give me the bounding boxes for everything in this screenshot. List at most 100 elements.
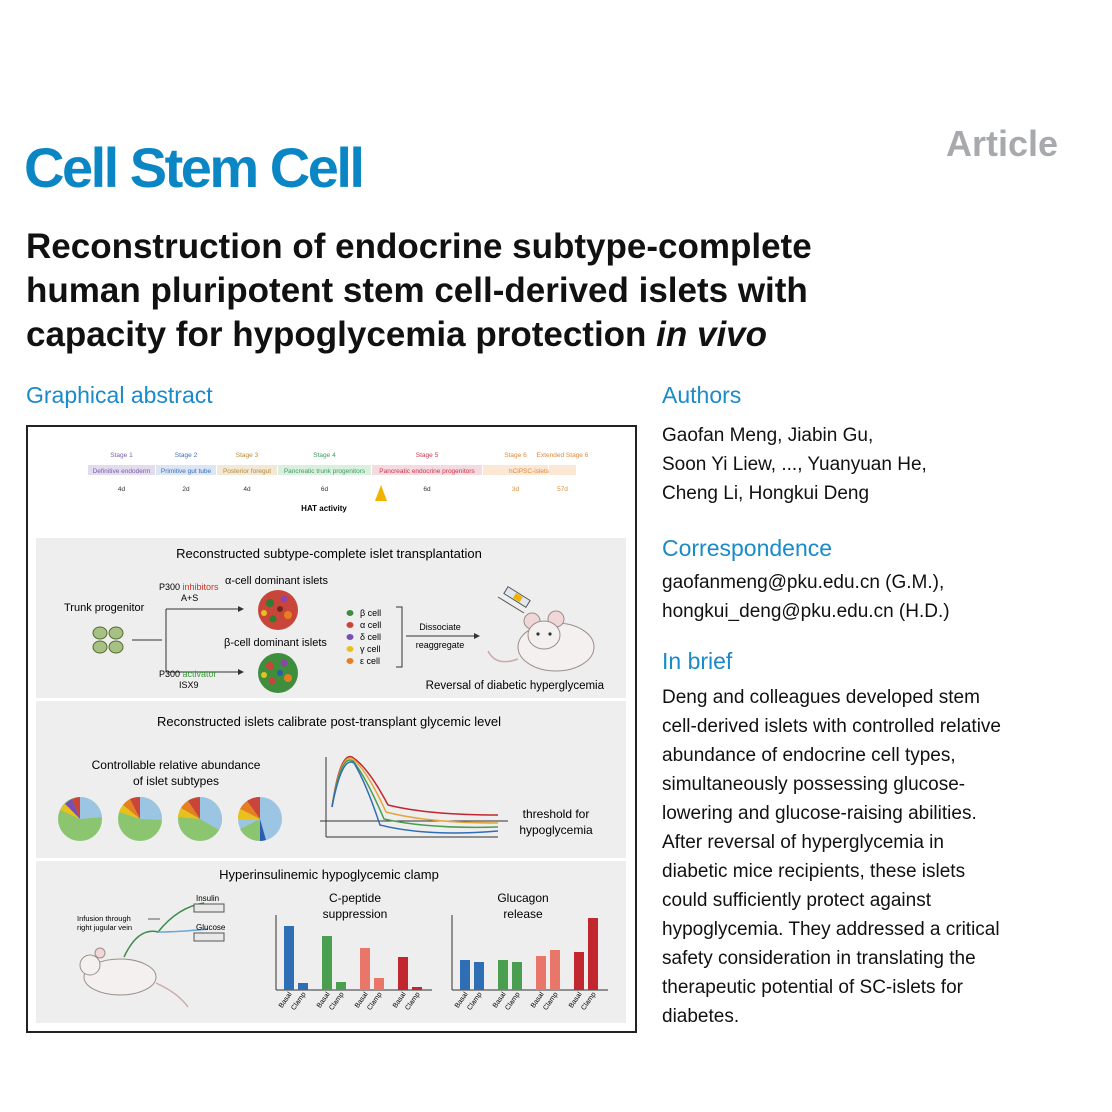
- glucagon-title-line1: Glucagon: [497, 891, 548, 905]
- stage-bar: [372, 465, 482, 475]
- glucagon-bar: [550, 950, 560, 990]
- curve-blue: [331, 761, 499, 834]
- authors-list: Gaofan Meng, Jiabin Gu, Soon Yi Liew, ..…: [662, 421, 927, 508]
- stage-label: Stage 2: [175, 452, 198, 459]
- stage-label: Stage 4: [313, 452, 336, 459]
- abundance-label-line2: of islet subtypes: [133, 774, 219, 788]
- panel-transplantation-title: Reconstructed subtype-complete islet tra…: [176, 546, 482, 561]
- in-brief-line: cell-derived islets with controlled rela…: [662, 716, 1001, 737]
- glucagon-bar: [536, 956, 546, 990]
- stage-label: Stage 6: [504, 452, 527, 459]
- glucagon-bar: [588, 918, 598, 990]
- legend-epsilon-cell: ε cell: [360, 656, 380, 666]
- correspondence-email-1[interactable]: gaofanmeng@pku.edu.cn (G.M.),: [662, 572, 945, 593]
- stage-label: Stage 5: [416, 452, 439, 459]
- stage-bar: [88, 465, 155, 475]
- glucagon-bar: [474, 962, 484, 990]
- in-brief-line: Deng and colleagues developed stem: [662, 687, 980, 708]
- journal-name: Cell Stem Cell: [24, 136, 365, 199]
- authors-line-3: Cheng Li, Hongkui Deng: [662, 483, 870, 504]
- stage-name: Definitive endoderm: [93, 468, 151, 475]
- legend-beta-cell: β cell: [360, 608, 381, 618]
- in-brief-line: therapeutic potential of SC-islets for: [662, 977, 963, 998]
- stage-bar: [549, 465, 576, 475]
- hat-activity-marker: [375, 485, 387, 501]
- panel-clamp-title: Hyperinsulinemic hypoglycemic clamp: [219, 867, 439, 882]
- reversal-label: Reversal of diabetic hyperglycemia: [426, 680, 605, 692]
- cell-type-legend: β cell α cell δ cell γ cell ε cell: [346, 608, 381, 666]
- in-brief-line: safety consideration in translating the: [662, 948, 976, 969]
- correspondence-email-2[interactable]: hongkui_deng@pku.edu.cn (H.D.): [662, 601, 950, 622]
- reaggregate-label: reaggregate: [416, 640, 465, 650]
- isx9-label: ISX9: [179, 680, 199, 690]
- cpeptide-title-line2: suppression: [323, 907, 388, 921]
- p300-inhibitors-label: P300 inhibitors: [159, 582, 219, 592]
- cpeptide-bar: [398, 957, 408, 990]
- glucagon-bar: [512, 962, 522, 990]
- cpeptide-bar: [374, 978, 384, 990]
- alpha-dominant-islet: [258, 590, 298, 630]
- glucagon-bar: [498, 960, 508, 990]
- title-line-1: Reconstruction of endocrine subtype-comp…: [26, 227, 812, 266]
- in-brief-line: lowering and glucose-raising abilities.: [662, 803, 977, 824]
- stage-duration: 4d: [243, 486, 251, 493]
- title-line-3-main: capacity for hypoglycemia protection: [26, 315, 657, 354]
- arrow-head-top: [238, 606, 244, 612]
- cpeptide-bar: [336, 982, 346, 990]
- stage-bar: [217, 465, 277, 475]
- stage-label: Stage 1: [110, 452, 133, 459]
- cpeptide-bar: [412, 987, 422, 990]
- stage-name: Pancreatic trunk progenitors: [284, 468, 366, 475]
- legend-gamma-cell: γ cell: [360, 644, 381, 654]
- threshold-label-line2: hypoglycemia: [519, 823, 593, 837]
- in-brief-line: could sufficiently protect against: [662, 890, 931, 911]
- insulin-pump-icon: [193, 903, 225, 913]
- in-brief-line: simultaneously possessing glucose-: [662, 774, 966, 795]
- stage-name: Pancreatic endocrine progenitors: [379, 468, 475, 475]
- threshold-label-line1: threshold for: [523, 807, 590, 821]
- in-brief-line: diabetes.: [662, 1006, 740, 1027]
- in-brief-line: After reversal of hyperglycemia in: [662, 832, 944, 853]
- glucagon-title-line2: release: [503, 907, 543, 921]
- in-brief-heading: In brief: [662, 648, 733, 674]
- alpha-dominant-label: α-cell dominant islets: [225, 575, 328, 587]
- in-brief-line: abundance of endocrine cell types,: [662, 745, 956, 766]
- title-line-3: capacity for hypoglycemia protection in …: [26, 313, 1086, 357]
- stage-duration: 6d: [321, 486, 329, 493]
- graphical-abstract-heading: Graphical abstract: [26, 382, 213, 408]
- mouse-recipient-illustration: [487, 610, 595, 672]
- cpeptide-bar: [322, 936, 332, 990]
- infusion-label-line1: Infusion through: [77, 914, 131, 923]
- article-type-label: Article: [945, 123, 1058, 164]
- glucose-pump-label: Glucose: [196, 923, 226, 932]
- abundance-label-line1: Controllable relative abundance: [92, 758, 261, 772]
- title-line-3-italic: in vivo: [656, 315, 768, 354]
- glucagon-bar: [574, 952, 584, 990]
- infusion-label-line2: right jugular vein: [77, 923, 132, 932]
- legend-alpha-cell: α cell: [360, 620, 381, 630]
- in-brief-line: hypoglycemia. They addressed a critical: [662, 919, 1000, 940]
- stage-duration: 6d: [423, 486, 431, 493]
- panel-glycemic-title: Reconstructed islets calibrate post-tran…: [157, 714, 501, 729]
- title-line-2: human pluripotent stem cell-derived isle…: [26, 271, 808, 310]
- stage-bar: [278, 465, 371, 475]
- cpeptide-title-line1: C-peptide: [329, 891, 381, 905]
- stage6-name: hCiPSC-islets: [509, 468, 550, 475]
- syringe-icon: [497, 586, 531, 614]
- insulin-pump-label: Insulin: [196, 894, 219, 903]
- cpeptide-bar: [360, 948, 370, 990]
- in-brief-text: Deng and colleagues developed stem cell-…: [662, 683, 1072, 1031]
- trunk-progenitor-cells: [92, 626, 124, 654]
- clamp-mouse-illustration: [79, 902, 209, 1008]
- stage-duration: 57d: [557, 486, 568, 493]
- arrow-head-mouse: [474, 633, 480, 639]
- subtype-pie-1: [58, 796, 102, 841]
- a-s-label: A+S: [181, 593, 198, 603]
- stage-label: Extended Stage 6: [537, 452, 589, 459]
- curve-green: [331, 759, 499, 829]
- stage-label: Stage 3: [236, 452, 259, 459]
- stage-duration: 2d: [182, 486, 190, 493]
